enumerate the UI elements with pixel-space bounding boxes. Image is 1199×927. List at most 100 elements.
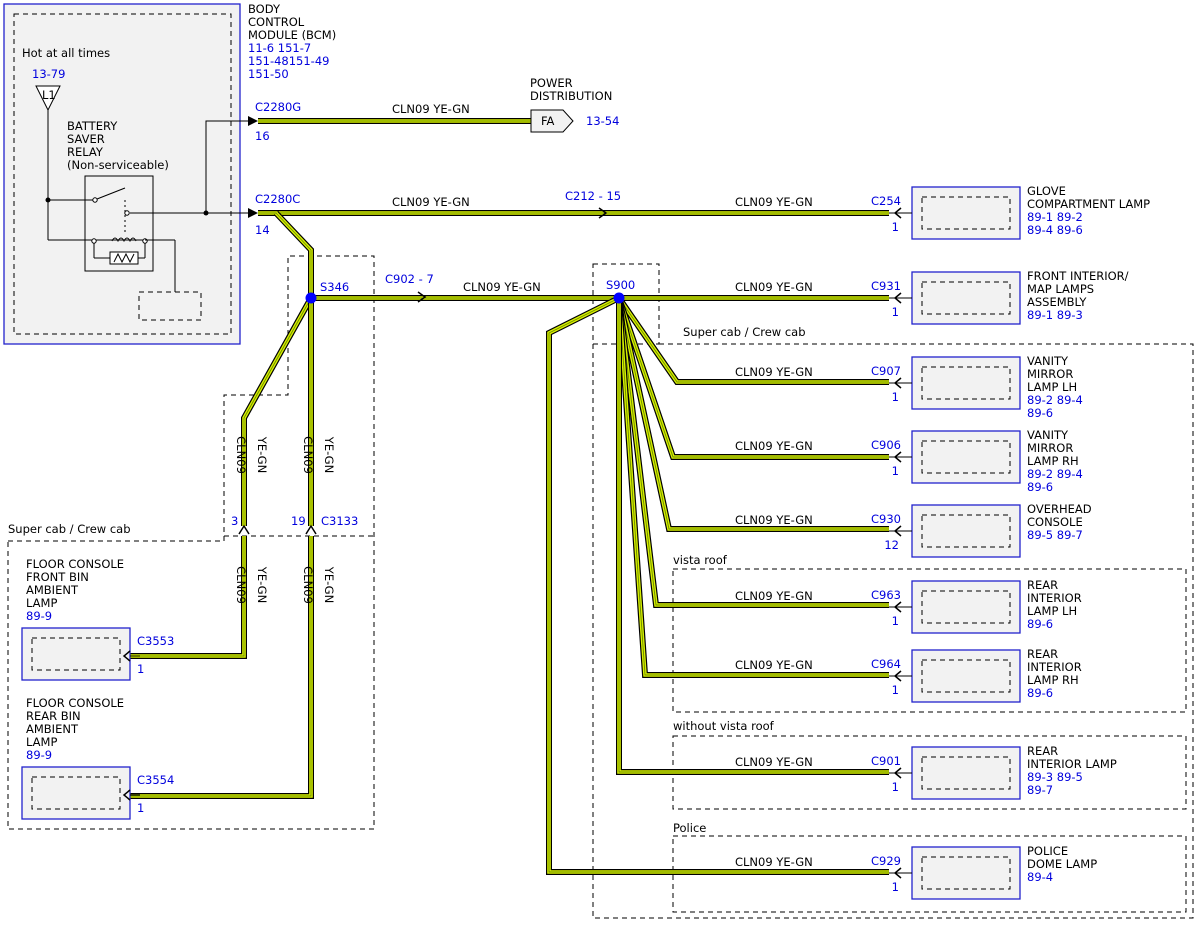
c902-label: C902 - 7: [385, 272, 434, 286]
wire-label-c2280c: CLN09 YE-GN: [392, 195, 470, 209]
bcm-title-3: MODULE (BCM): [248, 28, 336, 42]
component-name: LAMP: [26, 735, 57, 749]
bcm-title-2: CONTROL: [248, 15, 305, 29]
component-ref: 89-3 89-5: [1027, 770, 1083, 784]
region-labels: Super cab / Crew cab Super cab / Crew ca…: [8, 325, 806, 835]
wire-label-c931: CLN09 YE-GN: [735, 280, 813, 294]
wire-label-s346: CLN09 YE-GN: [463, 280, 541, 294]
without-vista-roof-label: without vista roof: [673, 719, 775, 733]
wire-s346-inline3: [241, 296, 314, 526]
wire-s900-c929: [546, 295, 889, 875]
relay-label-2: SAVER: [67, 132, 105, 146]
pin-arrow-icon: [893, 292, 902, 304]
s346-splice: [305, 292, 317, 304]
wire-harness: [122, 118, 889, 875]
connector-label: C901: [871, 754, 901, 768]
super-crew-left-label: Super cab / Crew cab: [8, 522, 131, 536]
svg-text:YE-GN: YE-GN: [322, 436, 336, 473]
wire-label-c963: CLN09 YE-GN: [735, 589, 813, 603]
wire-label-c907: CLN09 YE-GN: [735, 365, 813, 379]
pin-arrow-icon: [893, 670, 902, 682]
wire-labels: CLN09 YE-GN CLN09 YE-GN CLN09 YE-GN CLN09 Y…: [234, 102, 813, 869]
component-ref: 89-5 89-7: [1027, 528, 1083, 542]
power-distribution-connector: [530, 109, 574, 133]
wire-s900-c901: [616, 298, 889, 775]
c2280c-label: C2280C: [255, 192, 300, 206]
wire-label-c964: CLN09 YE-GN: [735, 658, 813, 672]
connector-label: C906: [871, 438, 901, 452]
s346-label: S346: [320, 280, 349, 294]
component-ref: 89-9: [26, 609, 52, 623]
component-name: INTERIOR: [1027, 591, 1082, 605]
pin-label: 1: [137, 662, 144, 676]
component-name: MIRROR: [1027, 367, 1073, 381]
component-name: REAR BIN: [26, 709, 81, 723]
pd-ref: 13-54: [586, 114, 619, 128]
fuse-icon: [35, 85, 61, 112]
connector-label: C931: [871, 279, 901, 293]
component-name: MIRROR: [1027, 441, 1073, 455]
component-name: LAMP LH: [1027, 604, 1077, 618]
component-ref: 89-2 89-4: [1027, 467, 1083, 481]
component-name: VANITY: [1027, 428, 1069, 442]
pin-arrow-icon: [893, 767, 902, 779]
bcm-labels: BODY CONTROL MODULE (BCM) 11-6 151-7 151…: [22, 2, 336, 172]
pin-label: 1: [892, 614, 899, 628]
pin-arrow-icon: [893, 207, 902, 219]
svg-text:YE-GN: YE-GN: [255, 436, 269, 473]
component-ref: 89-6: [1027, 480, 1053, 494]
relay-label-4: (Non-serviceable): [67, 158, 169, 172]
svg-text:CLN09: CLN09: [234, 566, 248, 604]
fuse-label: L1: [42, 88, 56, 102]
wire-c3133-c3554: [122, 536, 314, 799]
s900-splice: [613, 292, 625, 304]
component-ref: 89-6: [1027, 406, 1053, 420]
c3133-inline-icon: [305, 524, 317, 535]
component-name: AMBIENT: [26, 722, 79, 736]
hot-label: Hot at all times: [22, 46, 110, 60]
wire-label-c254: CLN09 YE-GN: [735, 195, 813, 209]
component-name: GLOVE: [1027, 184, 1066, 198]
component-ref: 89-6: [1027, 617, 1053, 631]
bcm-ref-3: 151-50: [248, 67, 289, 81]
connector-label: C929: [871, 854, 901, 868]
pin-arrow-icon: [893, 451, 902, 463]
pd-title-1: POWER: [530, 76, 573, 90]
pd-connector: FA: [541, 114, 555, 128]
connector-labels: C2280G 16 C2280C 14 C212 - 15 C902 - 7 S…: [231, 100, 635, 528]
component-name: LAMP: [26, 596, 57, 610]
component-name: FRONT INTERIOR/: [1027, 269, 1129, 283]
pin-arrow-icon: [893, 867, 902, 879]
super-crew-right-label: Super cab / Crew cab: [683, 325, 806, 339]
wire-c2280c-s346: [273, 210, 314, 298]
connector-label: C907: [871, 364, 901, 378]
region-super-crew-left: [7, 255, 375, 830]
bcm-module: [3, 3, 248, 345]
wire-label-c930: CLN09 YE-GN: [735, 513, 813, 527]
component-name: OVERHEAD: [1027, 502, 1092, 516]
component-name: POLICE: [1027, 844, 1068, 858]
component-name: FRONT BIN: [26, 570, 89, 584]
bcm-ref-1: 11-6 151-7: [248, 41, 311, 55]
wire-inline3-c3553: [122, 536, 247, 659]
region-super-crew-right: [592, 343, 1194, 919]
pin-arrow-icon: [893, 601, 902, 613]
component-ref: 89-4 89-6: [1027, 223, 1083, 237]
wire-s900-c906: [616, 297, 889, 460]
s900-label: S900: [606, 278, 635, 292]
component-name: ASSEMBLY: [1027, 295, 1087, 309]
component-ref: 89-9: [26, 748, 52, 762]
c2280c-pin-icon: [248, 208, 258, 218]
component-ref: 89-1 89-3: [1027, 308, 1083, 322]
